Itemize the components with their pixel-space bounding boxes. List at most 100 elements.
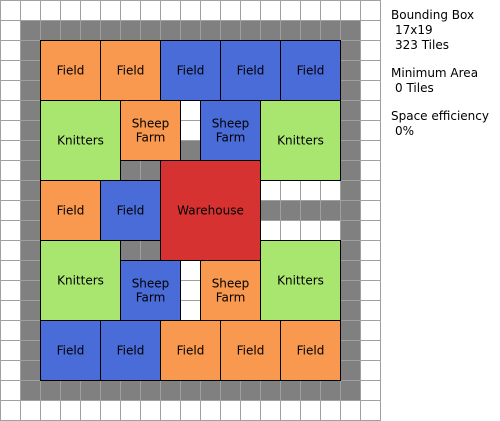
empty-tile <box>200 400 221 421</box>
road-tile <box>340 80 361 101</box>
building-field-orange[interactable]: Field <box>220 320 281 381</box>
empty-tile <box>360 80 381 101</box>
building-warehouse[interactable]: Warehouse <box>160 160 261 261</box>
building-field-orange[interactable]: Field <box>40 180 101 241</box>
empty-tile <box>320 220 341 241</box>
empty-tile <box>360 340 381 361</box>
building-knitters[interactable]: Knitters <box>40 100 121 181</box>
empty-tile <box>360 220 381 241</box>
road-tile <box>80 20 101 41</box>
building-field-blue[interactable]: Field <box>220 40 281 101</box>
building-body <box>160 320 221 381</box>
building-label: Field <box>177 344 205 358</box>
empty-tile <box>360 140 381 161</box>
building-body <box>120 100 181 161</box>
building-field-orange[interactable]: Field <box>100 40 161 101</box>
building-label: Knitters <box>57 274 104 288</box>
building-field-orange[interactable]: Field <box>160 320 221 381</box>
road-tile <box>20 120 41 141</box>
empty-tile <box>0 260 21 281</box>
road-tile <box>340 160 361 181</box>
empty-tile <box>0 300 21 321</box>
building-label: Field <box>297 344 325 358</box>
minimum-area-label: Minimum Area <box>391 66 479 80</box>
building-field-blue[interactable]: Field <box>160 40 221 101</box>
empty-tile <box>0 80 21 101</box>
bounding-box-tiles: 323 Tiles <box>395 38 449 52</box>
road-tile <box>20 300 41 321</box>
building-field-orange[interactable]: Field <box>280 320 341 381</box>
building-field-orange[interactable]: Field <box>40 40 101 101</box>
road-tile <box>20 280 41 301</box>
road-tile <box>200 380 221 401</box>
building-field-blue[interactable]: Field <box>100 180 161 241</box>
road-tile <box>340 220 361 241</box>
empty-tile <box>360 60 381 81</box>
empty-tile <box>120 400 141 421</box>
empty-tile <box>300 400 321 421</box>
empty-tile <box>360 240 381 261</box>
empty-tile <box>340 400 361 421</box>
road-tile <box>340 320 361 341</box>
empty-tile <box>140 400 161 421</box>
bounding-box-stats: Bounding Box 17x19 323 Tiles <box>391 8 499 53</box>
road-tile <box>340 180 361 201</box>
empty-tile <box>280 0 301 21</box>
building-knitters[interactable]: Knitters <box>260 240 341 321</box>
empty-tile <box>180 0 201 21</box>
road-tile <box>120 380 141 401</box>
road-tile <box>280 200 301 221</box>
road-tile <box>20 40 41 61</box>
empty-tile <box>360 380 381 401</box>
road-tile <box>180 20 201 41</box>
building-body <box>40 180 101 241</box>
building-label: Field <box>297 64 325 78</box>
empty-tile <box>80 0 101 21</box>
empty-tile <box>60 400 81 421</box>
empty-tile <box>180 260 201 281</box>
empty-tile <box>0 340 21 361</box>
empty-tile <box>360 400 381 421</box>
building-knitters[interactable]: Knitters <box>260 100 341 181</box>
road-tile <box>260 20 281 41</box>
empty-tile <box>280 180 301 201</box>
road-tile <box>260 200 281 221</box>
bounding-box-label: Bounding Box <box>391 8 475 22</box>
building-body <box>100 320 161 381</box>
road-tile <box>60 380 81 401</box>
building-knitters[interactable]: Knitters <box>40 240 121 321</box>
minimum-area-stats: Minimum Area 0 Tiles <box>391 66 499 96</box>
empty-tile <box>260 220 281 241</box>
building-label: Field <box>117 344 145 358</box>
building-field-blue[interactable]: Field <box>100 320 161 381</box>
space-efficiency-stats: Space efficiency 0% <box>391 109 499 139</box>
stats-panel: Bounding Box 17x19 323 Tiles Minimum Are… <box>391 8 499 152</box>
empty-tile <box>0 0 21 21</box>
building-label: Knitters <box>277 134 324 148</box>
building-body <box>100 40 161 101</box>
empty-tile <box>280 400 301 421</box>
building-body <box>200 100 261 161</box>
empty-tile <box>80 400 101 421</box>
building-label: Field <box>57 64 85 78</box>
building-field-blue[interactable]: Field <box>40 320 101 381</box>
building-body <box>280 320 341 381</box>
empty-tile <box>280 220 301 241</box>
empty-tile <box>0 400 21 421</box>
building-label: Field <box>117 64 145 78</box>
empty-tile <box>20 0 41 21</box>
empty-tile <box>320 180 341 201</box>
building-label: Knitters <box>277 274 324 288</box>
building-field-blue[interactable]: Field <box>280 40 341 101</box>
road-tile <box>300 380 321 401</box>
empty-tile <box>0 220 21 241</box>
road-tile <box>300 20 321 41</box>
road-tile <box>20 380 41 401</box>
building-body <box>40 100 121 181</box>
empty-tile <box>0 240 21 261</box>
